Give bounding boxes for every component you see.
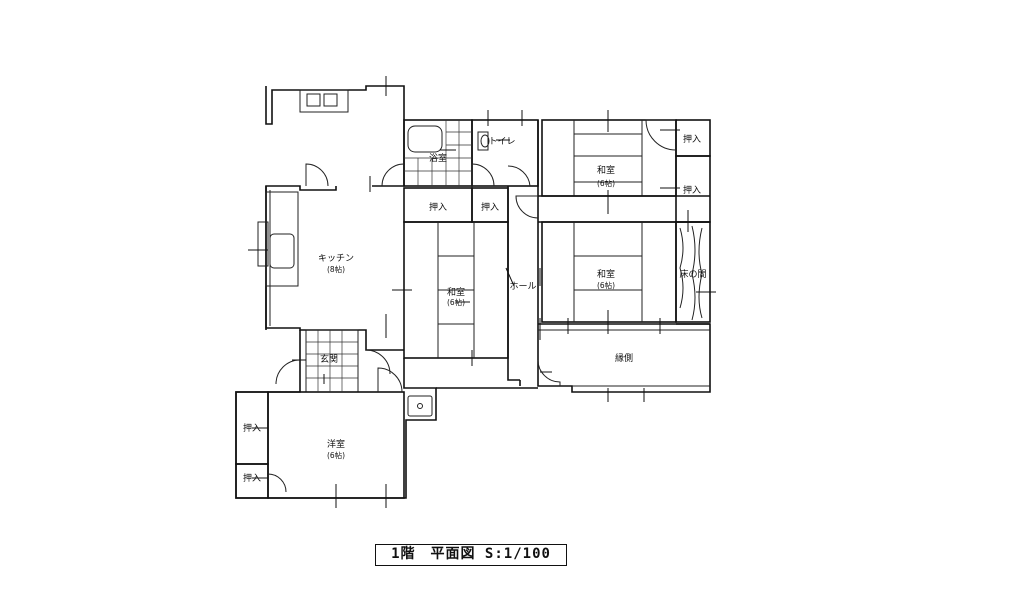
youshitsu-label: 洋室	[327, 438, 345, 450]
washitsu-lower-size: (6帖)	[597, 280, 615, 290]
oshiire-label-left-top: 押入	[243, 422, 261, 434]
youshitsu-size: (6帖)	[327, 450, 345, 460]
tokonoma-label: 床の間	[679, 268, 706, 280]
door-swings	[267, 119, 677, 493]
washitsu-upper-size: (6帖)	[597, 178, 615, 188]
exterior-walls	[235, 85, 711, 499]
hall-label: ホール	[509, 281, 536, 292]
oshiire-label-right-top: 押入	[683, 133, 701, 145]
genkan-label: 玄関	[320, 353, 338, 365]
kitchen-size-label: (8帖)	[327, 264, 345, 274]
engawa-label: 縁側	[615, 352, 633, 364]
washitsu-upper-label: 和室	[597, 164, 615, 176]
washitsu-center-label: 和室	[447, 286, 465, 298]
bath-tile-pattern	[404, 120, 472, 186]
washitsu-lower-label: 和室	[597, 268, 615, 280]
bath-label: 浴室	[429, 152, 447, 164]
washitsu-center-size: (6帖)	[447, 297, 465, 307]
grid-ticks	[248, 76, 716, 508]
genkan-tile-pattern	[306, 330, 358, 392]
oshiire-label-under-bath: 押入	[429, 201, 447, 213]
oshiire-label-right-mid: 押入	[683, 184, 701, 196]
kitchen-label: キッチン	[318, 253, 354, 264]
oshiire-label-under-toilet: 押入	[481, 201, 499, 213]
room-labels: キッチン (8帖) 浴室 トイレ 押入 押入 和室 (6帖) ホール 和室 (6…	[243, 133, 707, 484]
oshiire-label-left-bottom: 押入	[243, 472, 261, 484]
plan-title: 1階 平面図 S:1/100	[375, 544, 567, 566]
toilet-label: トイレ	[488, 137, 515, 147]
